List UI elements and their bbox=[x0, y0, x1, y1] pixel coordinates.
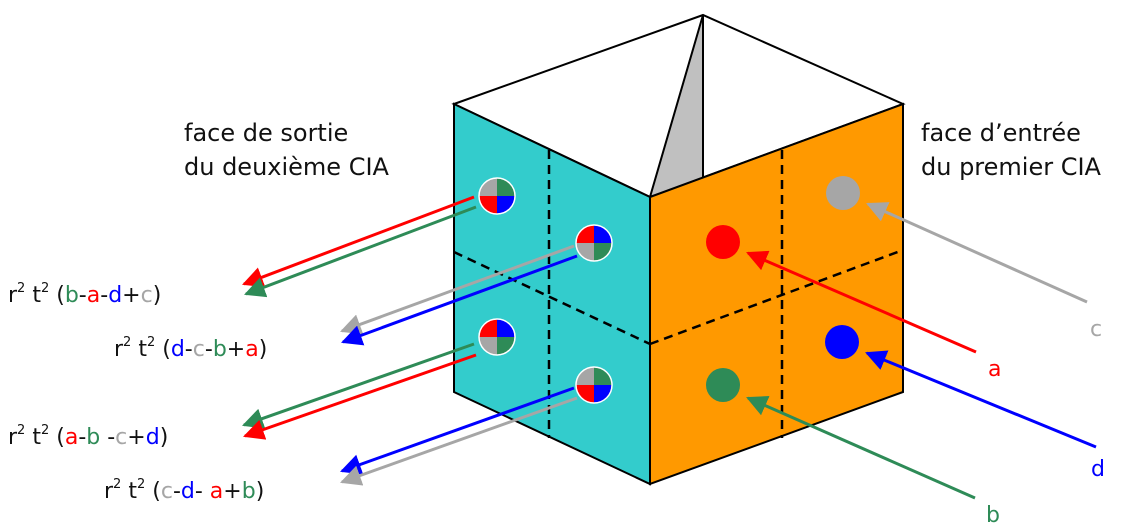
output-formulas: r2 t2 (b-a-d+c) r2 t2 (d-c-b+a) r2 t2 (a-b… bbox=[8, 281, 267, 504]
output-beam-4-gray bbox=[340, 396, 578, 486]
exit-face-horizontal-divider bbox=[453, 250, 651, 346]
exit-spot-4 bbox=[575, 366, 613, 404]
entry-face-label-line1: face d’entrée bbox=[921, 119, 1081, 147]
exit-spot-3-quadrant-c bbox=[479, 337, 497, 355]
entry-spot-d bbox=[825, 325, 859, 359]
output-beam-2-gray bbox=[340, 244, 575, 335]
entry-face-label-line2: du premier CIA bbox=[921, 153, 1102, 181]
entry-spot-b bbox=[706, 368, 740, 402]
output-formula-2: r2 t2 (d-c-b+a) bbox=[114, 335, 267, 362]
input-label-b: b bbox=[986, 503, 1000, 526]
exit-spot-1-quadrant-d bbox=[497, 196, 515, 214]
output-formula-4: r2 t2 (c-d- a+b) bbox=[104, 477, 264, 504]
exit-spot-4-outline bbox=[575, 366, 613, 404]
exit-spot-3-quadrant-d bbox=[497, 319, 515, 337]
exit-spot-1 bbox=[478, 177, 516, 215]
exit-spot-2-quadrant-d bbox=[594, 225, 612, 243]
exit-spot-2-quadrant-a bbox=[576, 225, 594, 243]
exit-spot-1-quadrant-a bbox=[479, 196, 497, 214]
output-beam-3-red bbox=[243, 353, 477, 440]
exit-spot-1-quadrant-c bbox=[479, 178, 497, 196]
input-beam-d bbox=[865, 350, 1097, 449]
exit-spot-4-quadrant-c bbox=[576, 367, 594, 385]
output-beam-1-red bbox=[242, 195, 475, 288]
output-beam-2-blue bbox=[341, 254, 578, 346]
output-formula-3: r2 t2 (a-b -c+d) bbox=[8, 423, 168, 450]
exit-face-label-line1: face de sortie bbox=[184, 119, 348, 147]
output-formula-1: r2 t2 (b-a-d+c) bbox=[8, 281, 161, 308]
input-beam-b bbox=[746, 396, 976, 500]
input-beam-c bbox=[866, 202, 1088, 304]
input-beam-a bbox=[746, 250, 977, 354]
exit-spot-3-quadrant-b bbox=[497, 337, 515, 355]
input-label-d: d bbox=[1091, 457, 1105, 482]
exit-spots bbox=[478, 177, 613, 404]
exit-spot-3-outline bbox=[478, 318, 516, 356]
exit-spot-1-outline bbox=[478, 177, 516, 215]
output-beam-3-green bbox=[242, 342, 475, 429]
exit-spot-3-quadrant-a bbox=[479, 319, 497, 337]
exit-spot-4-quadrant-b bbox=[594, 367, 612, 385]
exit-spot-3 bbox=[478, 318, 516, 356]
input-label-c: c bbox=[1090, 317, 1102, 342]
exit-spot-4-quadrant-a bbox=[576, 385, 594, 403]
exit-spot-1-quadrant-b bbox=[497, 178, 515, 196]
exit-spot-4-quadrant-d bbox=[594, 385, 612, 403]
exit-spot-2-outline bbox=[575, 224, 613, 262]
exit-face-label-line2: du deuxième CIA bbox=[184, 153, 390, 181]
entry-spot-a bbox=[706, 225, 740, 259]
exit-spot-2 bbox=[575, 224, 613, 262]
output-beam-4-blue bbox=[340, 386, 575, 475]
input-label-a: a bbox=[988, 357, 1001, 382]
exit-spot-2-quadrant-b bbox=[594, 243, 612, 261]
entry-spot-c bbox=[826, 176, 860, 210]
output-beam-1-green bbox=[244, 205, 477, 298]
exit-spot-2-quadrant-c bbox=[576, 243, 594, 261]
